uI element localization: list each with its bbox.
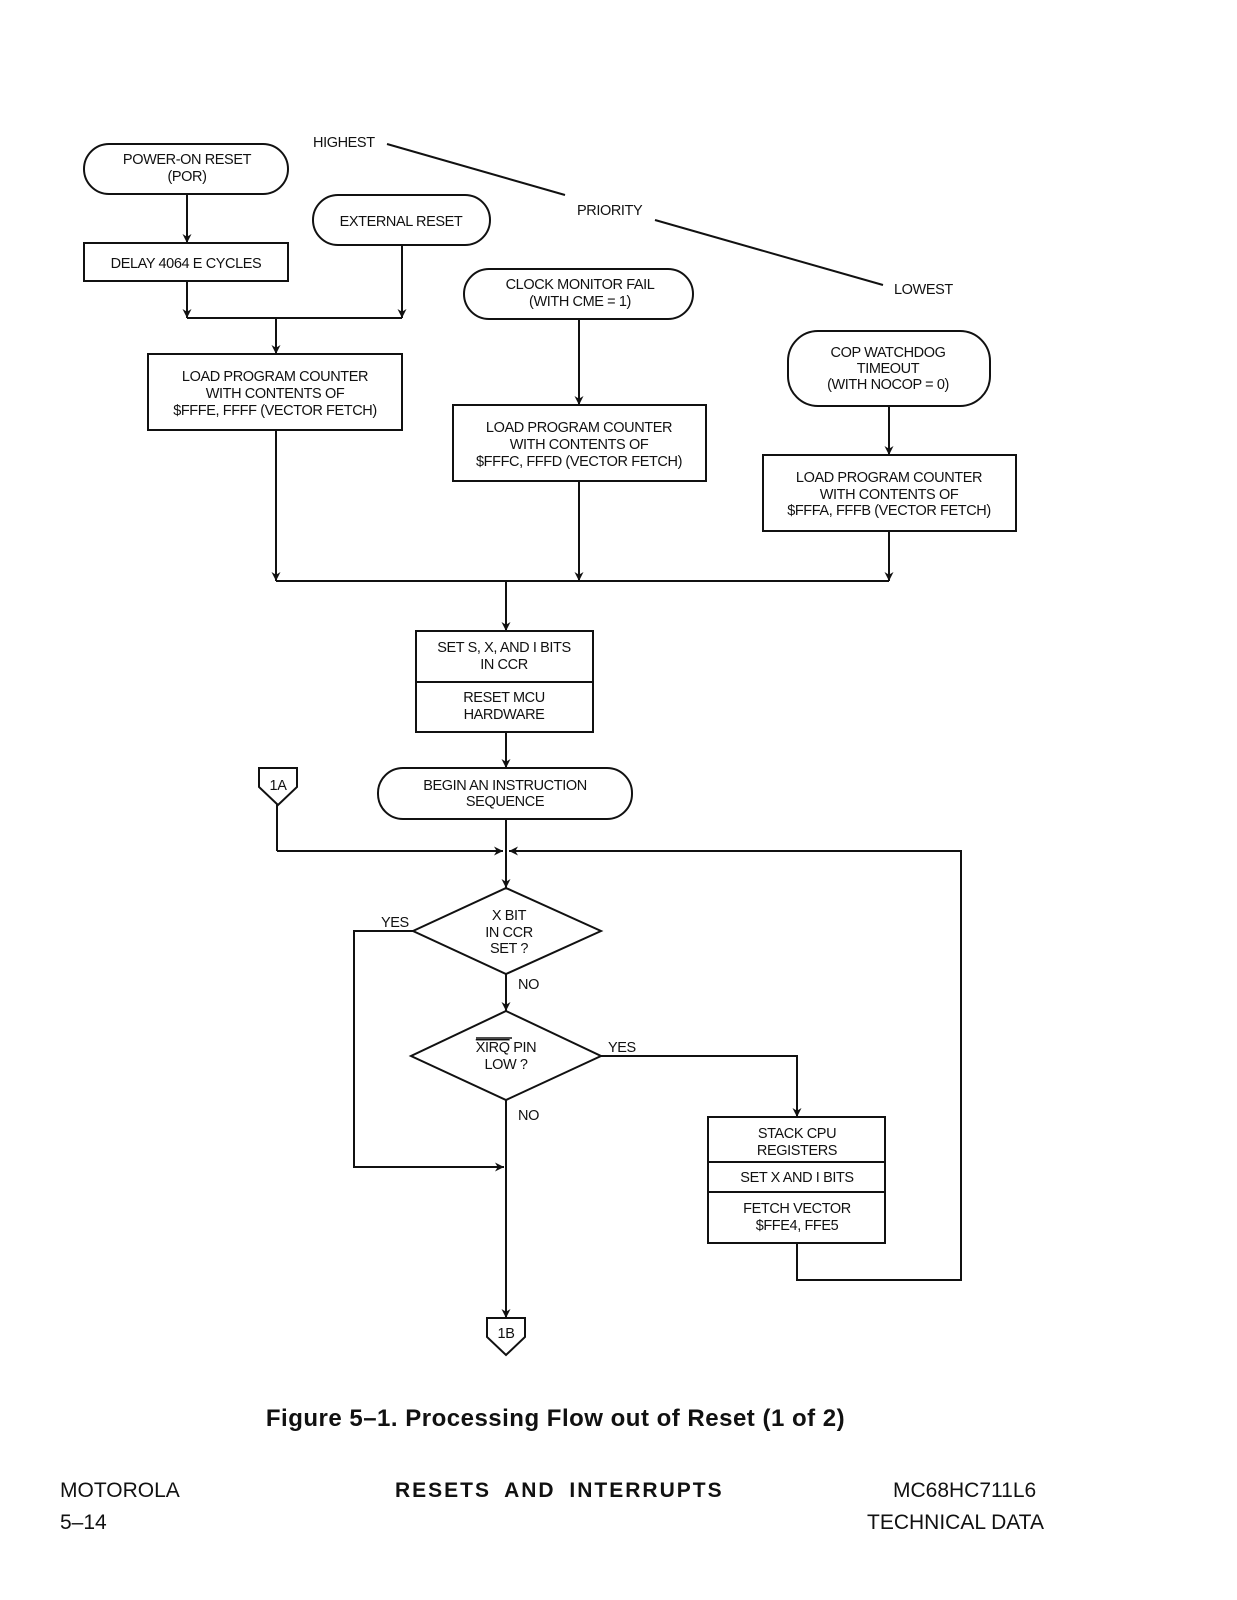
external-reset-label: EXTERNAL RESET: [340, 214, 463, 230]
x-bit-no-label: NO: [518, 977, 539, 993]
por-line-2: (POR): [167, 169, 206, 185]
priority-line-lower: [654, 219, 884, 286]
load-pc-cop-box: [762, 454, 1017, 532]
por-terminal: [83, 143, 289, 195]
begin-line-1: BEGIN AN INSTRUCTION: [423, 778, 587, 794]
figure-caption: Figure 5–1. Processing Flow out of Reset…: [265, 1405, 846, 1432]
x-bit-line-3: SET ?: [490, 941, 528, 957]
x-bit-yes-label: YES: [381, 915, 409, 931]
load-pc-ext-line-3: $FFFE, FFFF (VECTOR FETCH): [173, 403, 377, 419]
load-pc-cop-line-1: LOAD PROGRAM COUNTER: [796, 470, 982, 486]
clock-monitor-terminal: [463, 268, 694, 320]
cop-line-2: TIMEOUT: [857, 361, 920, 377]
set-xi-label: SET X AND I BITS: [740, 1170, 853, 1186]
xirq-no-label: NO: [518, 1108, 539, 1124]
connector-1b-label: 1B: [498, 1326, 515, 1342]
begin-terminal: [377, 767, 633, 820]
footer-motorola: MOTOROLA: [60, 1479, 180, 1502]
clock-monitor-line-2: (WITH CME = 1): [529, 294, 631, 310]
cop-terminal: [787, 330, 991, 407]
connector-1b: [486, 1317, 526, 1357]
xirq-line-2: LOW ?: [484, 1057, 527, 1073]
reset-mcu-line-2: HARDWARE: [464, 707, 546, 723]
xirq-line-1: XIRQ PIN: [476, 1040, 536, 1056]
load-pc-clock-box: [452, 404, 707, 482]
load-pc-ext-line-2: WITH CONTENTS OF: [206, 386, 345, 402]
connector-1a-label: 1A: [270, 778, 288, 794]
load-pc-clock-line-1: LOAD PROGRAM COUNTER: [486, 420, 672, 436]
external-reset-terminal: [312, 194, 491, 246]
arrow-xirq-yes: [601, 1055, 802, 1117]
set-bits-line-1: SET S, X, AND I BITS: [437, 640, 571, 656]
footer-part-number: MC68HC711L6: [893, 1479, 1037, 1502]
reset-mcu-line-1: RESET MCU: [463, 690, 545, 706]
priority-line-upper: [386, 143, 566, 196]
cop-line-1: COP WATCHDOG: [831, 345, 946, 361]
fetch-vector-line-1: FETCH VECTOR: [743, 1201, 851, 1217]
xirq-overbar-text: XIRQ: [476, 1040, 510, 1056]
load-pc-ext-box: [147, 353, 403, 431]
footer-technical-data: TECHNICAL DATA: [867, 1511, 1044, 1534]
stack-line-1: STACK CPU: [758, 1126, 836, 1142]
footer-section-title: RESETS AND INTERRUPTS: [395, 1479, 724, 1502]
load-pc-cop-line-2: WITH CONTENTS OF: [820, 487, 959, 503]
por-line-1: POWER-ON RESET: [123, 152, 252, 168]
stack-line-2: REGISTERS: [757, 1143, 837, 1159]
clock-monitor-line-1: CLOCK MONITOR FAIL: [506, 277, 655, 293]
xirq-yes-label: YES: [608, 1040, 636, 1056]
load-pc-clock-line-3: $FFFC, FFFD (VECTOR FETCH): [476, 454, 682, 470]
arrow-loop-back: [509, 846, 962, 1281]
load-pc-ext-line-1: LOAD PROGRAM COUNTER: [182, 369, 368, 385]
xirq-decision: [408, 1009, 604, 1102]
fetch-vector-line-2: $FFE4, FFE5: [756, 1218, 839, 1234]
xirq-pin-text: PIN: [510, 1040, 537, 1056]
x-bit-line-2: IN CCR: [485, 925, 533, 941]
delay-label: DELAY 4064 E CYCLES: [111, 256, 262, 272]
stack-box: [707, 1116, 886, 1244]
priority-label: PRIORITY: [577, 203, 643, 219]
cop-line-3: (WITH NOCOP = 0): [827, 377, 949, 393]
priority-highest: HIGHEST: [313, 135, 375, 151]
begin-line-2: SEQUENCE: [466, 794, 545, 810]
priority-lowest: LOWEST: [894, 282, 953, 298]
x-bit-decision: [410, 886, 604, 976]
load-pc-clock-line-2: WITH CONTENTS OF: [510, 437, 649, 453]
arrow-x-bit-yes: [353, 930, 504, 1172]
footer-page-number: 5–14: [60, 1511, 107, 1534]
connector-1a: [258, 767, 298, 807]
set-bits-line-2: IN CCR: [480, 657, 528, 673]
delay-box: [83, 242, 289, 282]
load-pc-cop-line-3: $FFFA, FFFB (VECTOR FETCH): [787, 503, 991, 519]
x-bit-line-1: X BIT: [492, 908, 527, 924]
